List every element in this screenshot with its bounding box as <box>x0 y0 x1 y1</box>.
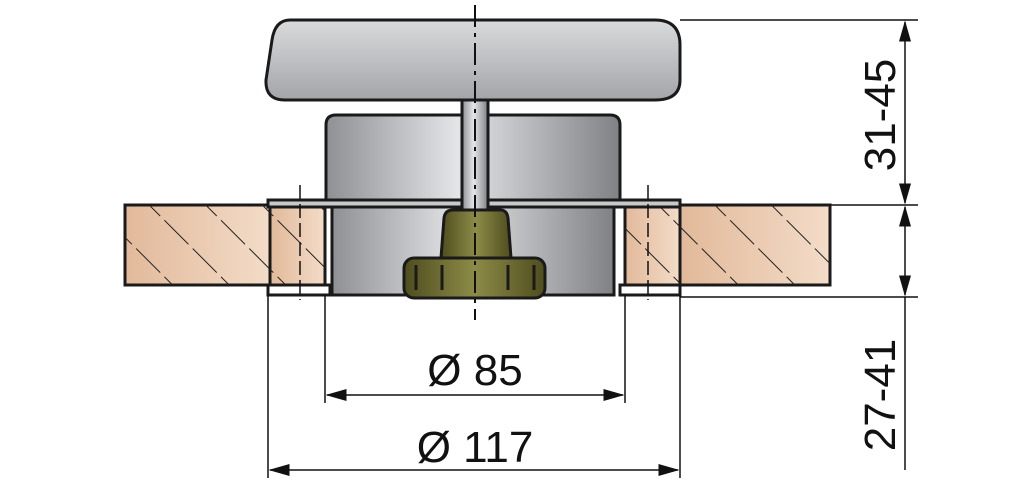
deck-left <box>123 203 327 287</box>
stem <box>460 96 490 212</box>
dim-diameter-117: Ø 117 <box>417 423 534 472</box>
dim-height-above-deck: 31-45 <box>856 59 905 172</box>
flange-bottom-right <box>618 283 682 297</box>
deck-right <box>623 203 832 287</box>
dim-deck-thickness: 27-41 <box>856 339 905 452</box>
flange-bottom-left <box>266 283 332 297</box>
extension-lines <box>267 19 918 478</box>
cap <box>264 18 682 102</box>
dim-diameter-85: Ø 85 <box>427 346 522 395</box>
dimension-lines <box>268 20 911 476</box>
